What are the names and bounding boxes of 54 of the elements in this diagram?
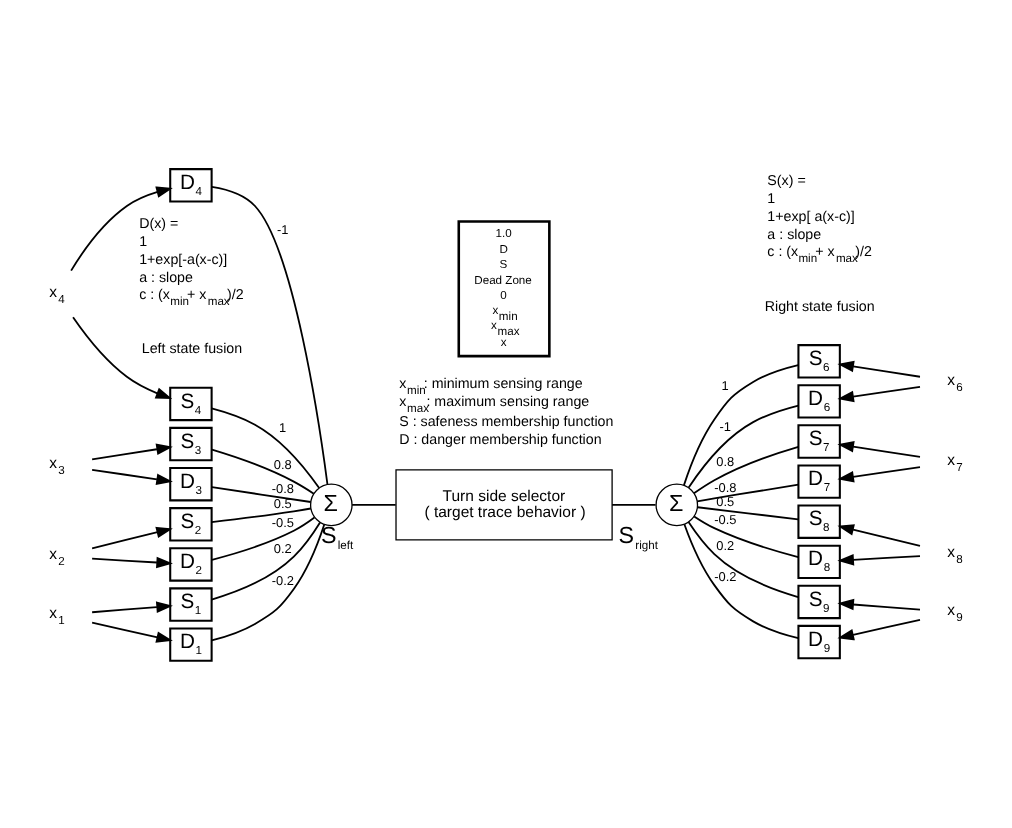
node-box: D$_{9}$ <box>797 624 841 660</box>
node-label: S$_{left}$ <box>320 522 354 553</box>
node-box: S$_{2}$ <box>169 507 213 542</box>
connector <box>210 407 320 489</box>
node-box: D$_{3}$ <box>169 467 213 502</box>
node-box: D$_{2}$ <box>169 547 213 582</box>
node-box: D$_{8}$ <box>797 544 841 580</box>
node-circle: Σ <box>655 483 699 527</box>
arrow <box>837 466 921 483</box>
arrow <box>91 556 173 569</box>
arrow <box>837 360 921 378</box>
node-box: S$_{4}$ <box>169 386 213 422</box>
connector <box>693 445 800 495</box>
arrow <box>91 468 173 486</box>
node-box: D$_{1}$ <box>169 627 213 662</box>
arrow <box>72 316 173 399</box>
node-label: S$_{right}$ <box>618 522 659 553</box>
connector <box>210 521 321 601</box>
connector <box>683 364 800 487</box>
arrow <box>837 524 921 547</box>
arrow <box>837 618 921 641</box>
node-box: S$_{9}$ <box>797 584 841 620</box>
connector <box>211 516 316 561</box>
arrow <box>70 186 173 272</box>
node-box: S$_{3}$ <box>169 426 213 462</box>
connector <box>696 483 800 503</box>
connector <box>211 448 315 495</box>
connector <box>210 523 326 642</box>
arrow <box>837 554 921 566</box>
connector <box>687 521 799 598</box>
arrow <box>91 621 173 643</box>
node-box: D$_{4}$ <box>169 168 213 203</box>
node-box: S$_{1}$ <box>169 587 213 622</box>
arrow <box>91 526 173 550</box>
connector <box>683 523 800 640</box>
arrow <box>91 443 173 461</box>
node-box: D$_{6}$ <box>797 384 841 419</box>
node-box: D$_{7}$ <box>797 464 841 499</box>
node-box: S$_{8}$ <box>797 504 841 539</box>
arrow <box>837 385 921 403</box>
arrow <box>837 440 921 458</box>
arrow <box>837 598 921 611</box>
arrow <box>91 601 173 614</box>
connector <box>211 486 312 503</box>
connector <box>351 504 397 506</box>
connector <box>210 185 329 486</box>
connector <box>611 504 657 506</box>
connector <box>696 506 800 521</box>
connector <box>693 515 800 558</box>
connector <box>210 507 312 524</box>
node-box: S$_{7}$ <box>797 424 841 459</box>
node-box: S$_{6}$ <box>797 344 841 379</box>
connector <box>687 404 800 489</box>
node-circle: Σ <box>309 483 353 527</box>
